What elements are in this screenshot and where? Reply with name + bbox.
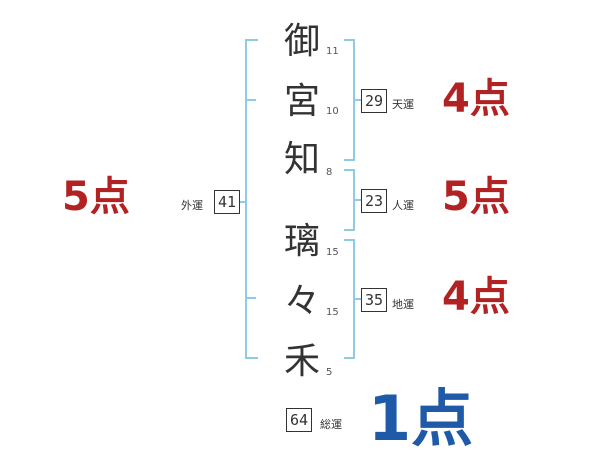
total-fortune-value: 64 [286,408,312,432]
earth-fortune-value: 35 [361,288,387,312]
total-fortune-label: 総運 [320,418,342,431]
heaven-fortune-label: 天運 [392,98,414,111]
outer-fortune-label: 外運 [181,199,203,212]
earth-bracket [344,239,355,359]
stroke-count-6: 5 [326,367,333,378]
total-fortune-score: 1点 [368,382,474,455]
outer-fortune-value: 41 [214,190,240,214]
name-char-5: 々 [283,281,320,322]
outer-fortune-score: 5点 [62,174,130,220]
name-char-1: 御 [283,21,320,62]
name-char-3: 知 [283,139,320,180]
stroke-count-1: 11 [326,46,339,57]
earth-fortune-score: 4点 [442,274,510,320]
person-fortune-value: 23 [361,189,387,213]
stroke-count-5: 15 [326,307,339,318]
stroke-count-2: 10 [326,106,339,117]
stroke-count-4: 15 [326,247,339,258]
name-char-2: 宮 [283,81,320,122]
heaven-bracket [344,39,355,161]
outer-bracket [245,39,258,359]
earth-fortune-label: 地運 [392,298,414,311]
stroke-count-3: 8 [326,167,333,178]
heaven-fortune-score: 4点 [442,76,510,122]
person-bracket [344,169,355,231]
name-char-6: 禾 [283,341,320,382]
name-char-4: 璃 [283,221,320,262]
heaven-fortune-value: 29 [361,89,387,113]
person-fortune-score: 5点 [442,174,510,220]
person-fortune-label: 人運 [392,199,414,212]
